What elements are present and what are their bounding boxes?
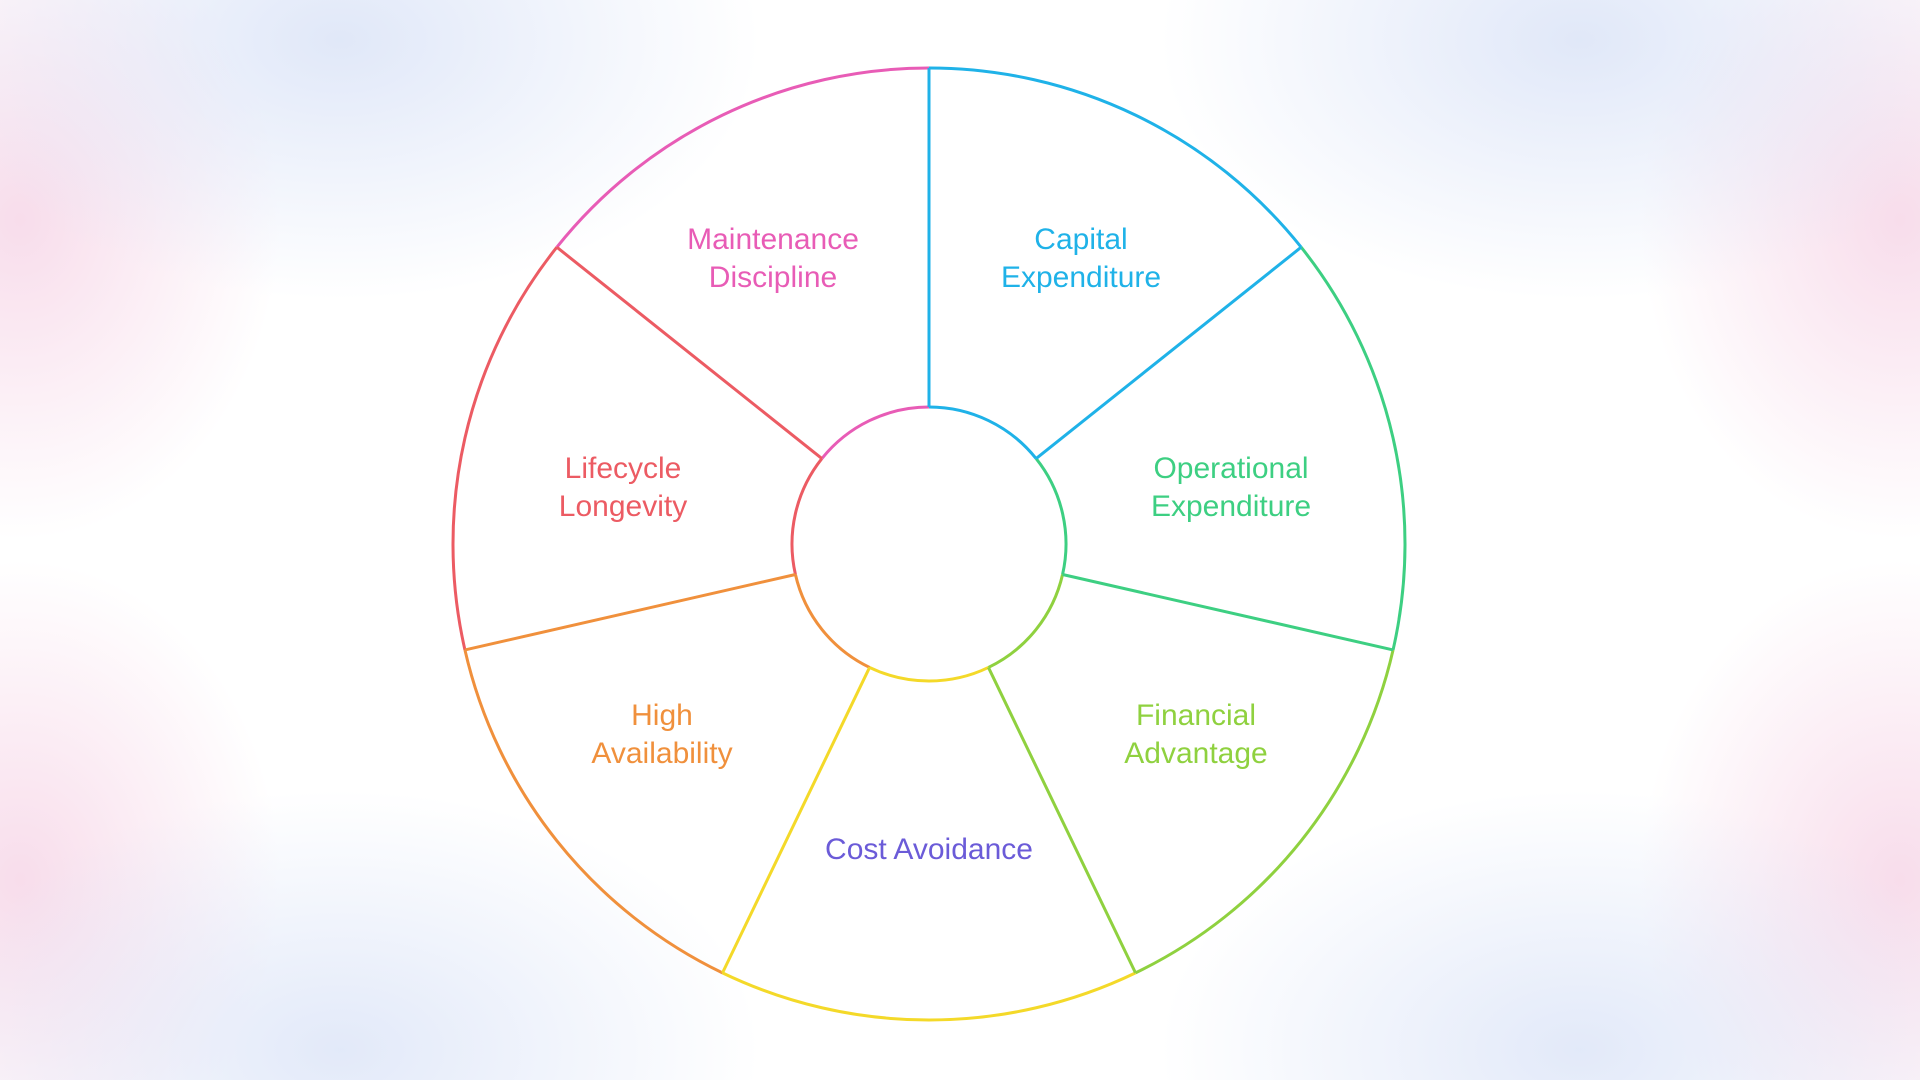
segment-divider [1035, 246, 1303, 460]
outer-arc-financial-advantage [1134, 649, 1395, 975]
inner-arc-cost-avoidance [868, 666, 990, 683]
segment-divider [555, 246, 823, 460]
outer-arc-operational-expenditure [1299, 246, 1407, 651]
outer-arc-capital-expenditure [928, 66, 1303, 249]
outer-arc-cost-avoidance [721, 971, 1137, 1022]
label-line-1: Capital [1034, 223, 1128, 256]
label-maintenance-discipline: Maintenance Discipline [687, 221, 859, 297]
inner-arc-maintenance-discipline [820, 405, 930, 460]
label-line-1: Financial [1135, 699, 1257, 732]
segment-divider [464, 573, 796, 652]
label-line-1: High [631, 699, 693, 732]
inner-arc-lifecycle-longevity [790, 457, 824, 575]
inner-arc-high-availability [793, 574, 871, 669]
label-line-1: Maintenance [687, 223, 859, 256]
label-line-2: Advantage [1124, 737, 1268, 770]
segment-divider [1062, 573, 1394, 652]
label-capital-expenditure: Capital Expenditure [1001, 221, 1161, 297]
label-line-2: Availability [591, 737, 733, 770]
outer-arc-high-availability [463, 649, 724, 975]
outer-arc-maintenance-discipline [555, 66, 930, 249]
segment-divider [721, 666, 871, 974]
label-line-2: Expenditure [1150, 490, 1312, 523]
label-line-2: Discipline [708, 261, 838, 294]
label-line-1: Cost Avoidance [825, 833, 1033, 866]
inner-arc-operational-expenditure [1034, 457, 1068, 575]
label-high-availability: High Availability [591, 697, 732, 773]
outer-arc-lifecycle-longevity [451, 246, 559, 651]
label-line-2: Longevity [558, 490, 688, 523]
label-line-1: Operational [1153, 452, 1309, 485]
label-cost-avoidance: Cost Avoidance [825, 831, 1033, 869]
inner-arc-capital-expenditure [928, 405, 1038, 460]
label-financial-advantage: Financial Advantage [1124, 697, 1267, 773]
inner-arc-financial-advantage [987, 574, 1065, 669]
label-line-2: Expenditure [1000, 261, 1162, 294]
label-operational-expenditure: Operational Expenditure [1151, 450, 1311, 526]
segment-divider [987, 666, 1137, 974]
label-line-1: Lifecycle [564, 452, 682, 485]
label-lifecycle-longevity: Lifecycle Longevity [559, 450, 687, 526]
